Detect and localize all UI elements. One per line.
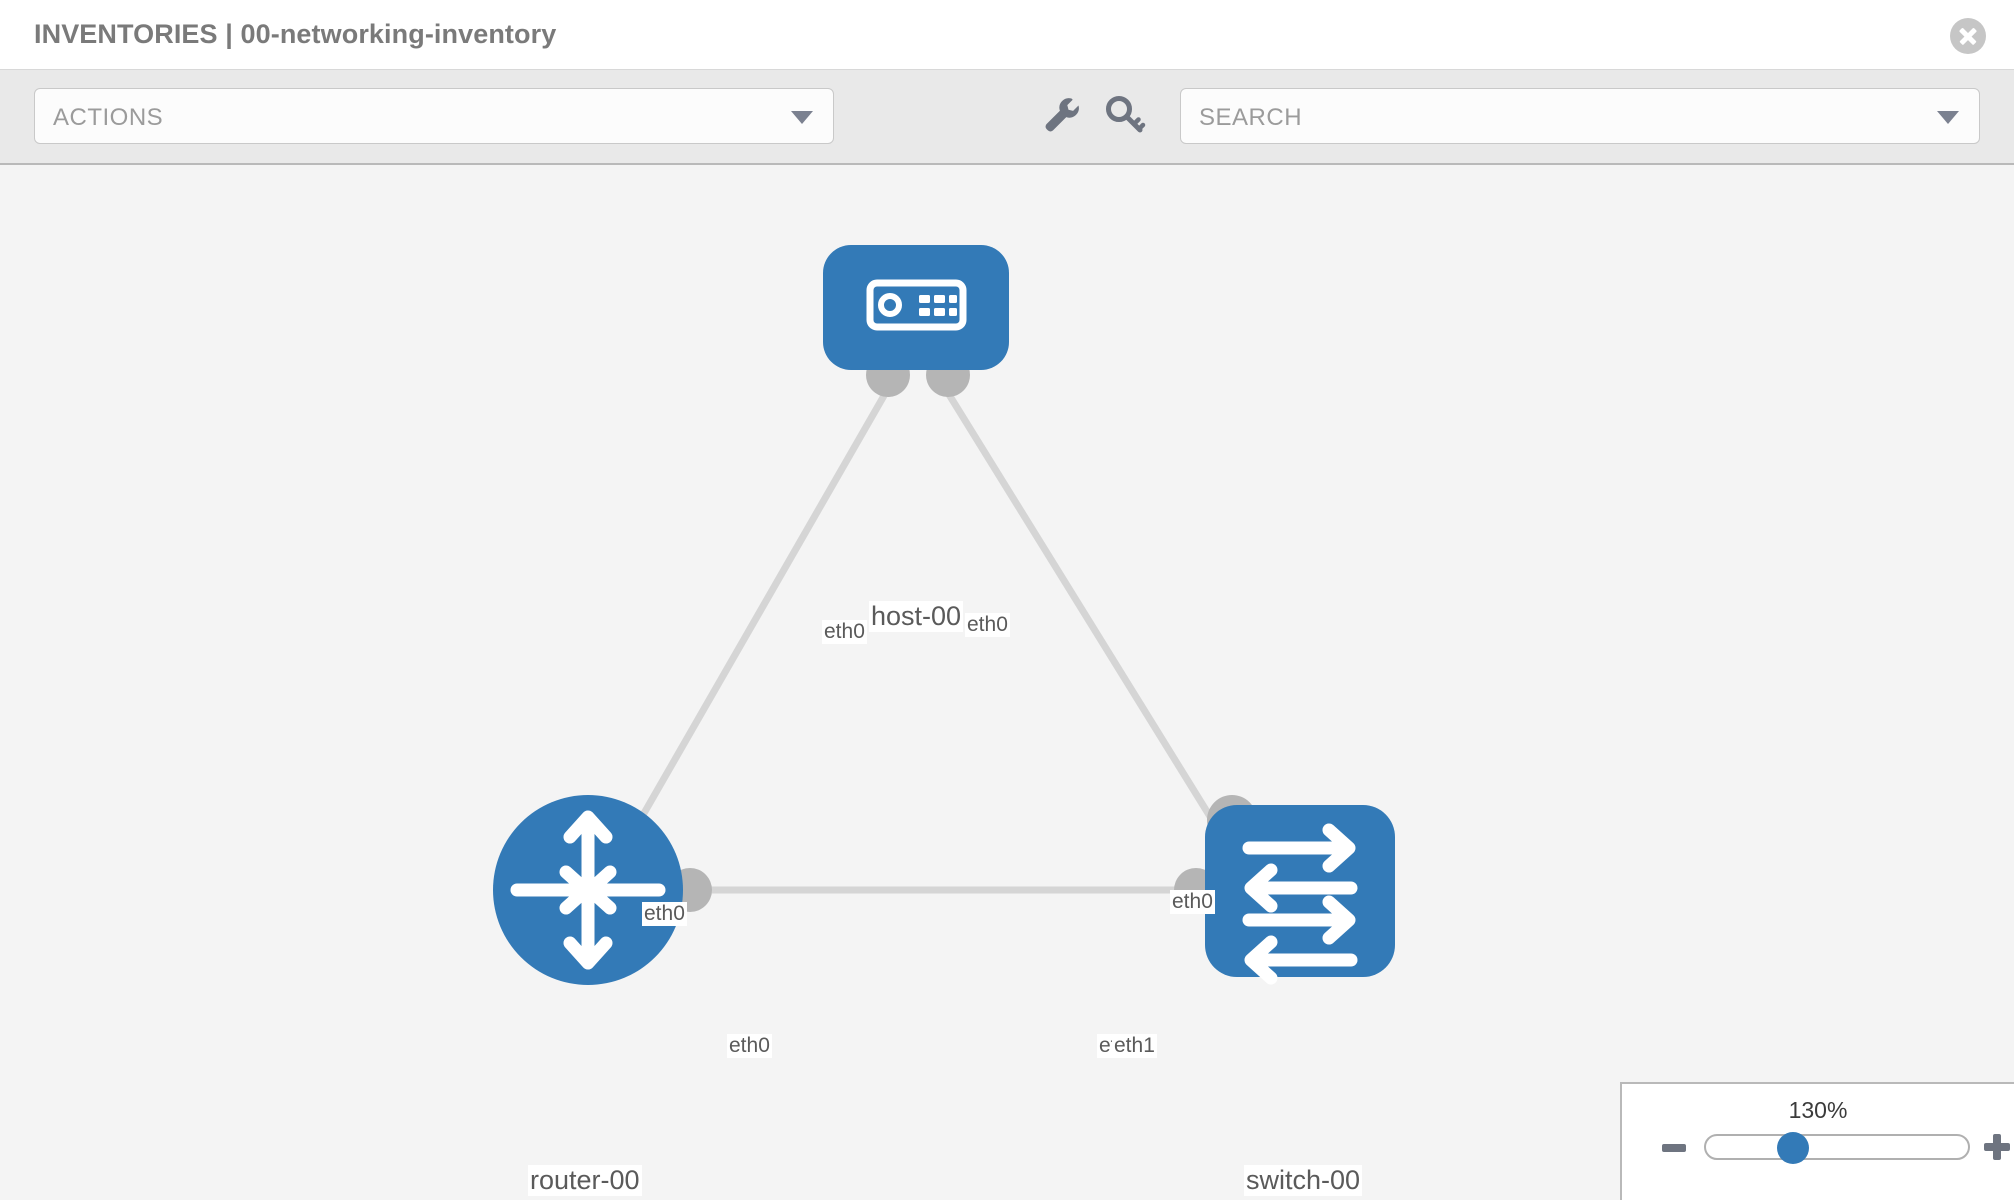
chevron-down-icon	[1937, 111, 1959, 124]
toolbar: ACTIONS SEARCH	[0, 70, 2014, 165]
actions-dropdown-label: ACTIONS	[53, 104, 164, 131]
zoom-in-button[interactable]	[1984, 1134, 2010, 1160]
chevron-down-icon	[791, 111, 813, 124]
iface-label-switch-up: eth0	[1170, 890, 1215, 915]
zoom-level-label: 130%	[1788, 1097, 1848, 1123]
actions-dropdown[interactable]: ACTIONS	[34, 88, 834, 144]
topology-links	[616, 378, 1243, 894]
node-router-00	[493, 795, 683, 985]
iface-label-host-right: eth0	[965, 613, 1010, 638]
node-host-00	[823, 245, 1009, 370]
node-label-host-00: host-00	[869, 601, 964, 633]
zoom-in-icon-v	[1993, 1134, 2001, 1160]
topology-graph	[493, 245, 1395, 985]
zoom-panel: 130%	[1620, 1082, 2014, 1200]
search-placeholder: SEARCH	[1199, 104, 1303, 131]
zoom-slider[interactable]	[1704, 1134, 1970, 1160]
wrench-icon[interactable]	[1038, 92, 1084, 138]
iface-label-router-right: eth0	[727, 1034, 772, 1059]
page-header: INVENTORIES | 00-networking-inventory	[0, 0, 2014, 70]
zoom-slider-thumb[interactable]	[1777, 1132, 1809, 1164]
close-icon[interactable]	[1950, 18, 1986, 54]
link-host-router	[616, 378, 897, 857]
key-icon[interactable]	[1102, 92, 1148, 138]
link-host-switch	[937, 378, 1243, 867]
topology-canvas[interactable]: host-00 router-00 switch-00 eth0 eth0 et…	[0, 165, 2014, 1200]
iface-label-router-up: eth0	[642, 902, 687, 927]
iface-label-switch-left: eth1	[1112, 1034, 1157, 1059]
iface-label-host-left: eth0	[822, 620, 867, 645]
node-label-router-00: router-00	[528, 1165, 642, 1197]
topology-endpoints	[668, 353, 1257, 912]
node-switch-00	[1205, 805, 1395, 985]
search-input[interactable]: SEARCH	[1180, 88, 1980, 144]
zoom-out-button[interactable]	[1662, 1144, 1686, 1152]
page-title: INVENTORIES | 00-networking-inventory	[34, 19, 557, 49]
node-label-switch-00: switch-00	[1244, 1165, 1363, 1197]
